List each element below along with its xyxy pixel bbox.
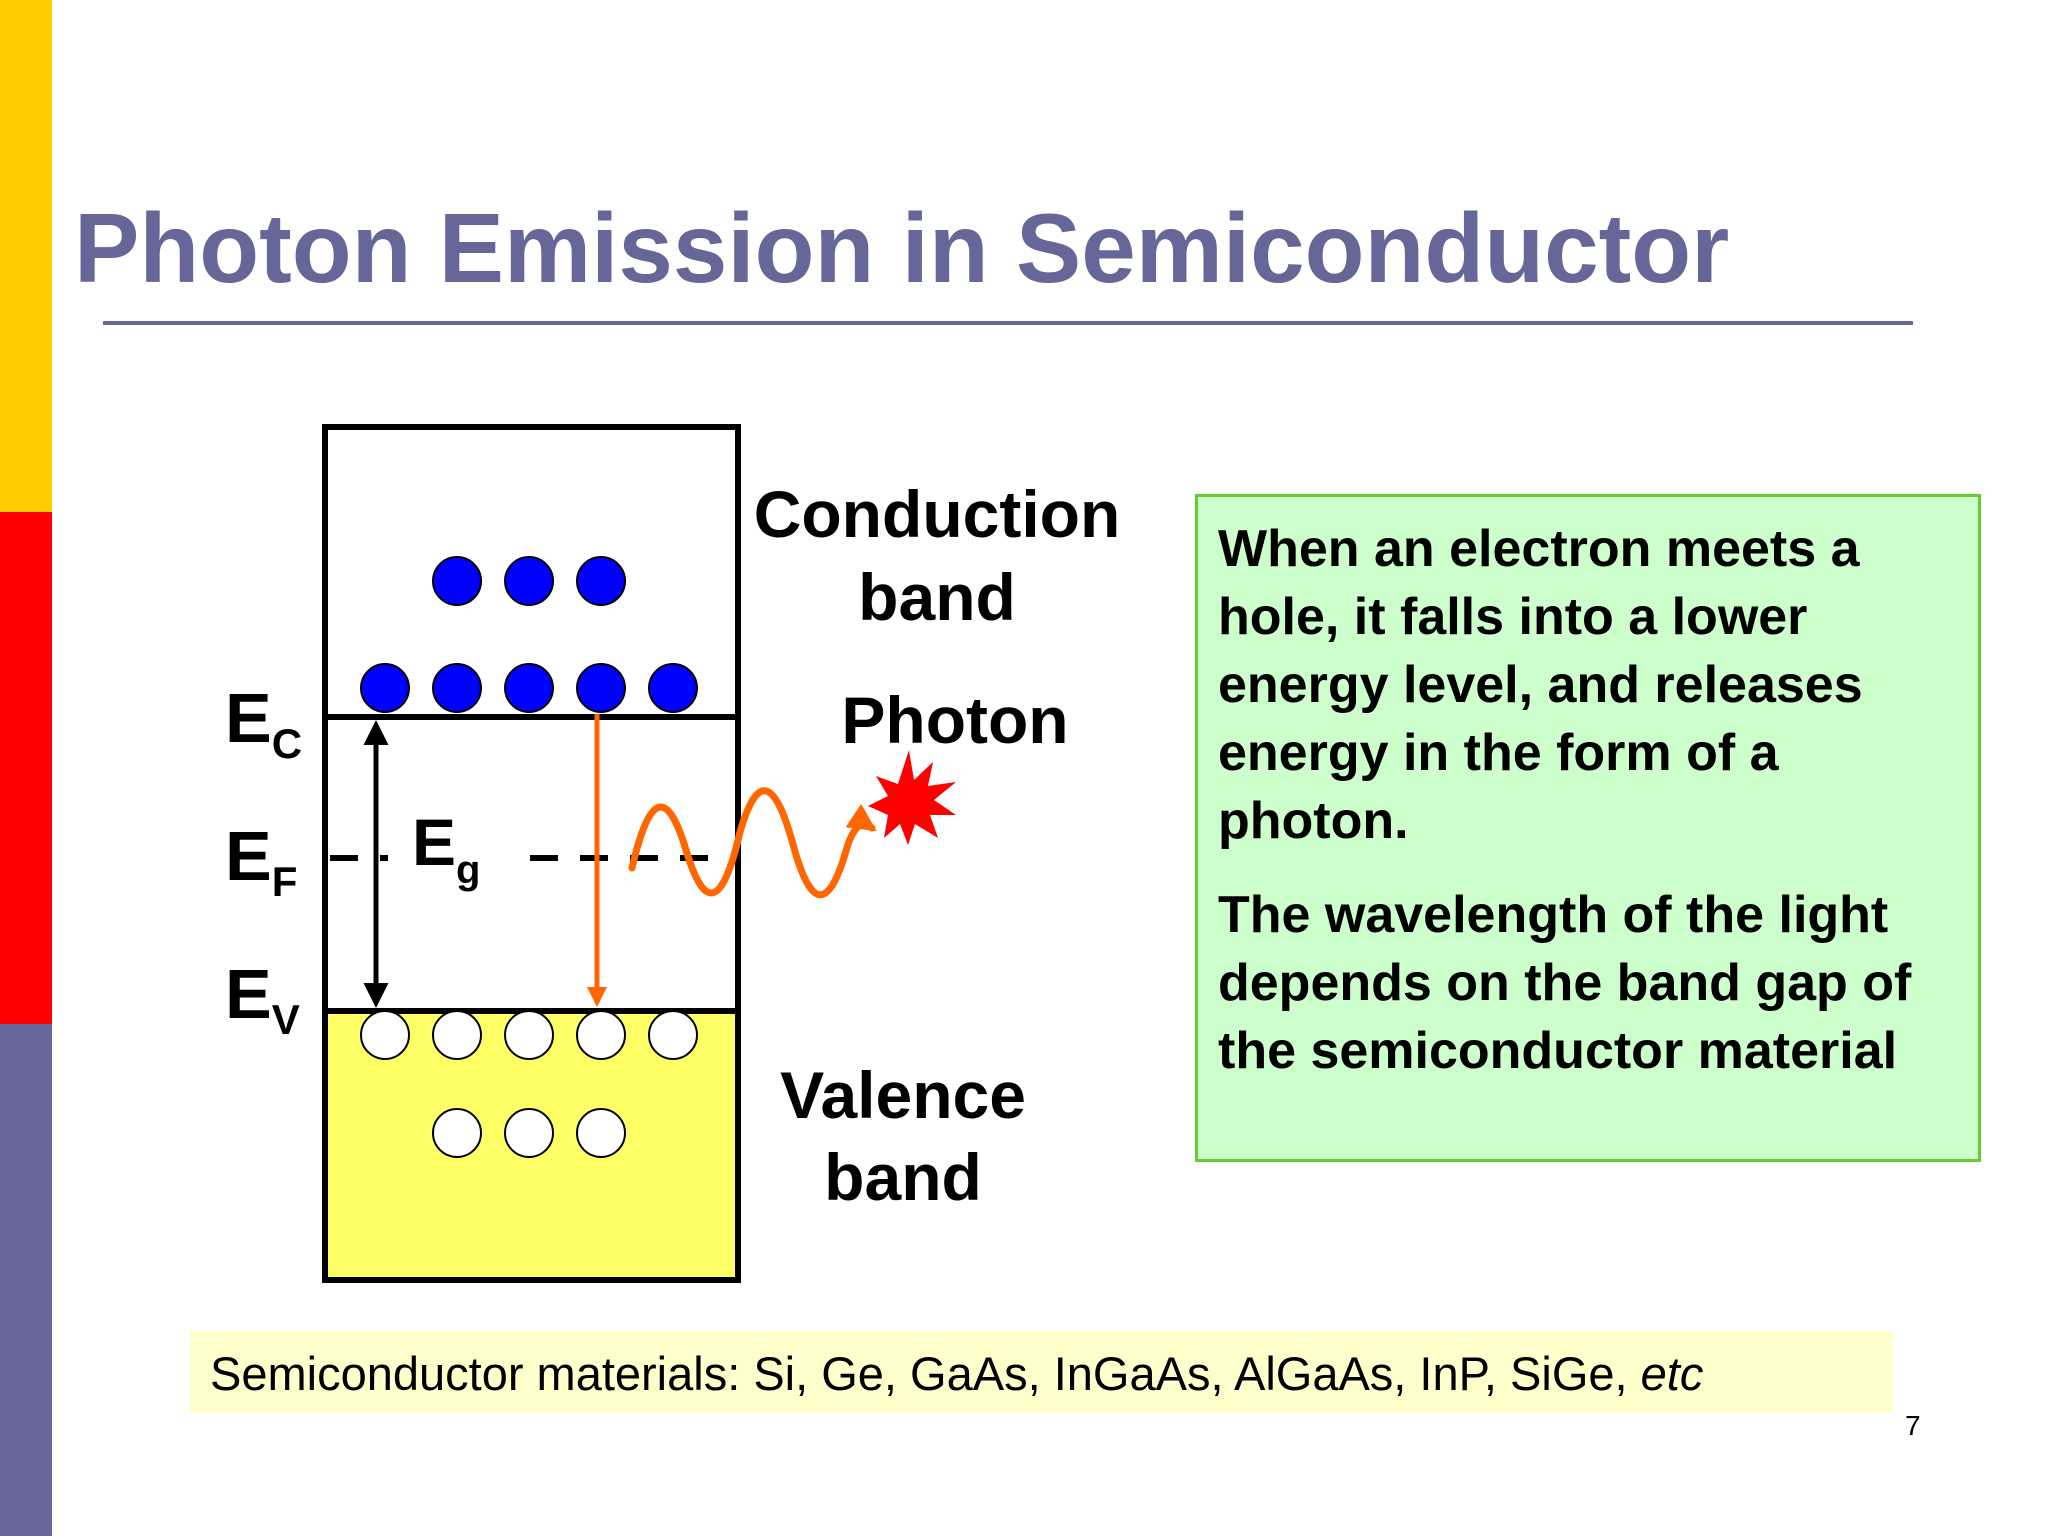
electron [648,663,698,713]
hole [576,1010,626,1060]
hole [432,1108,482,1158]
photon-wave [628,787,877,899]
hole [576,1108,626,1158]
materials-etc: etc [1640,1347,1704,1400]
electron [576,663,626,713]
electron [432,663,482,713]
electron [504,663,554,713]
explanation-paragraph-2: The wavelength of the light depends on t… [1218,886,1912,1080]
hole [360,1010,410,1060]
accent-stripe-red [0,512,52,1024]
electrons [360,556,698,713]
accent-stripe-yellow [0,0,52,512]
hole [504,1108,554,1158]
valence-band-label-line1: Valence [780,1058,1026,1132]
ec-label: EC [225,679,302,767]
electron [576,556,626,606]
hole [648,1010,698,1060]
valence-band-label-line2: band [824,1140,982,1214]
page-number: 7 [1905,1410,1921,1441]
explanation-box: When an electron meets a hole, it falls … [1195,494,1981,1162]
slide-title: Photon Emission in Semiconductor [74,193,1730,303]
materials-footer: Semiconductor materials: Si, Ge, GaAs, I… [190,1331,1893,1413]
electron [504,556,554,606]
electron [432,556,482,606]
ef-label: EF [225,817,297,905]
holes [360,1010,698,1158]
hole [504,1010,554,1060]
photon-label: Photon [841,683,1068,757]
materials-text: Semiconductor materials: Si, Ge, GaAs, I… [210,1347,1641,1400]
electron [360,663,410,713]
conduction-band-label-line2: band [858,560,1016,634]
title-underline [103,321,1913,325]
eg-label-backing [388,800,528,890]
photon-burst-icon [868,750,956,845]
conduction-band-label-line1: Conduction [754,477,1121,551]
eg-label: Eg [412,805,480,892]
ev-label: EV [225,955,300,1043]
hole [432,1010,482,1060]
explanation-paragraph-1: When an electron meets a hole, it falls … [1218,520,1863,850]
accent-stripe-blue [0,1024,52,1536]
